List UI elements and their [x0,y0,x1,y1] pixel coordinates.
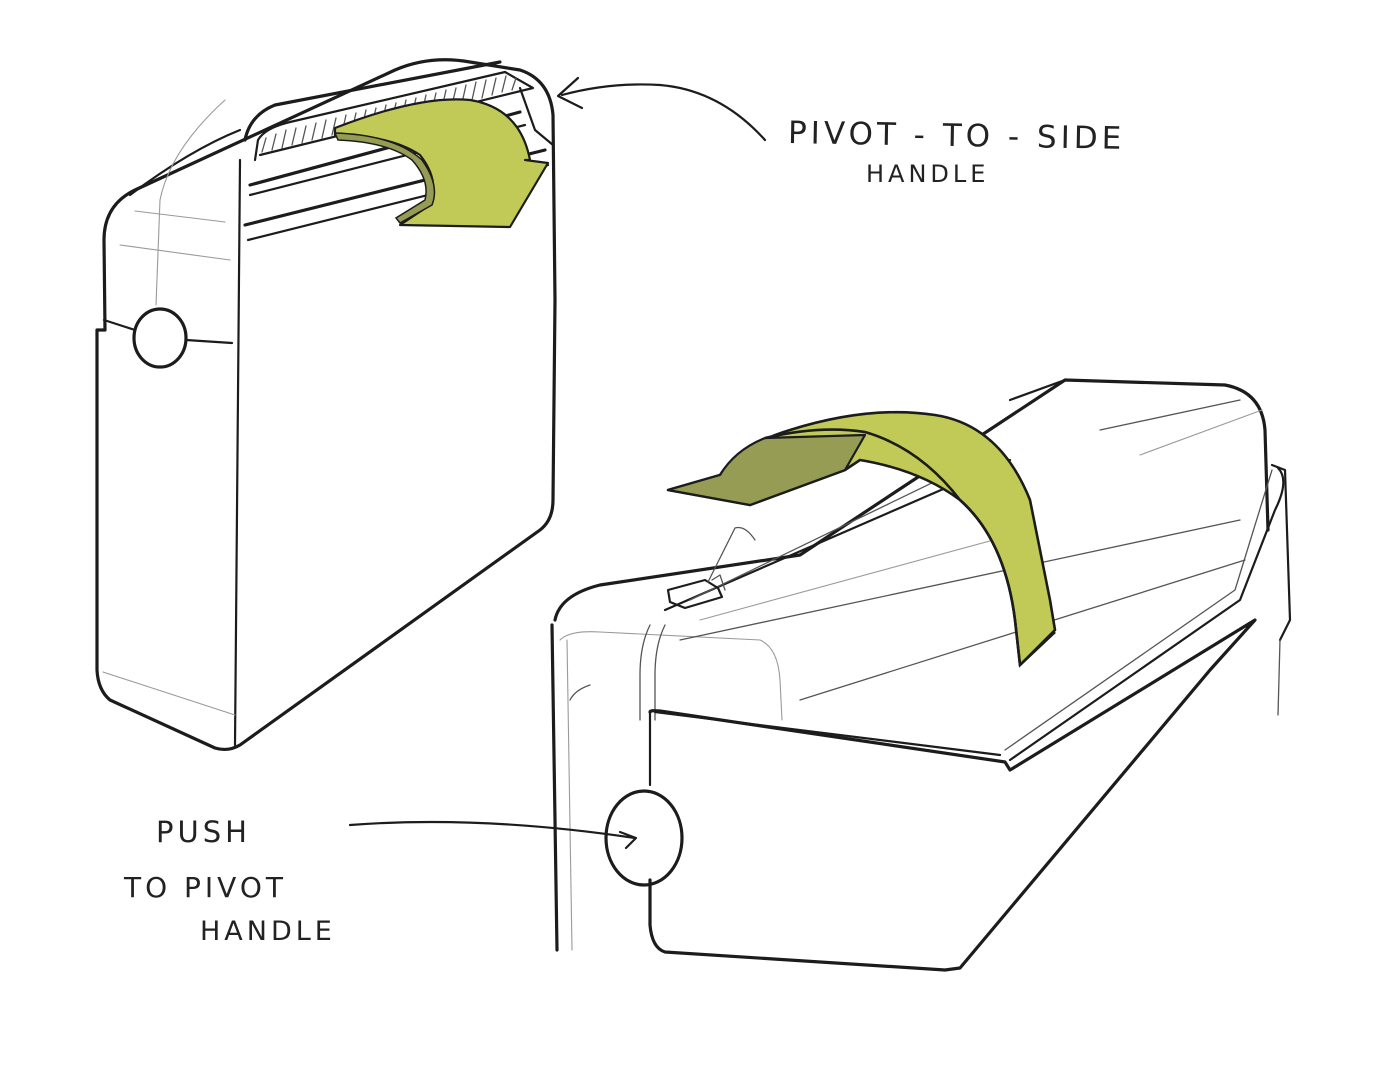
upright-case [95,58,557,752]
annotation-push-line1: PUSH [156,815,251,849]
pivot-arrow-icon [333,98,550,229]
zipper-pull-icon [666,526,756,610]
annotation-push-line2: TO PIVOT [124,871,287,904]
push-button-lying [604,789,684,887]
annotation-pivot-to-side-line2: HANDLE [866,160,990,188]
lying-case [550,378,1292,972]
annotation-push-line3: HANDLE [200,916,336,947]
push-button-upright [132,307,188,369]
handle-arch [666,410,1057,668]
annotation-pivot-to-side-line1: PIVOT - TO - SIDE [787,115,1126,157]
callout-arrow-pivot-to-side [556,76,767,142]
callout-arrow-push-to-pivot [348,820,638,850]
